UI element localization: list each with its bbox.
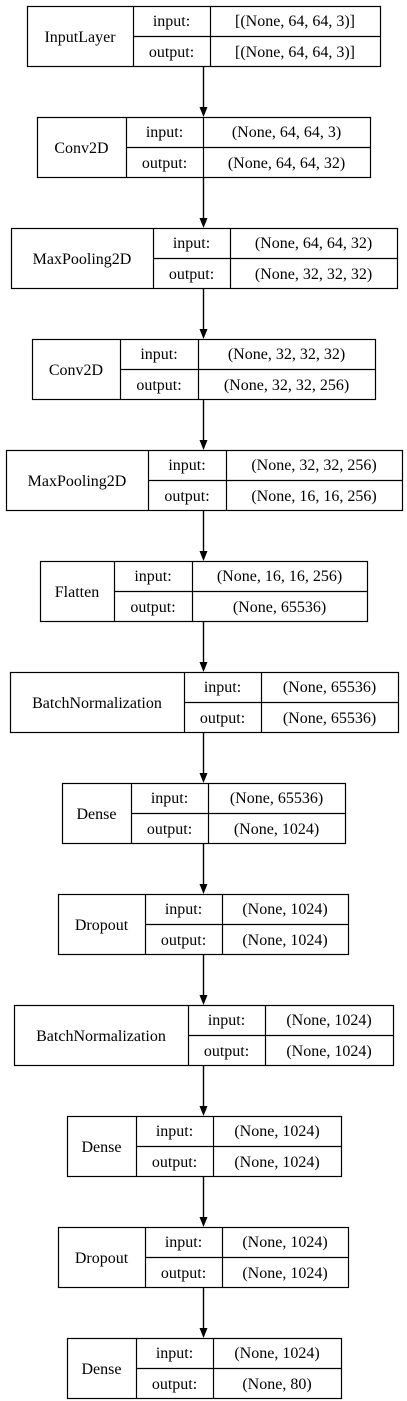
arrowhead-icon	[199, 662, 208, 672]
input-port-label: input:	[156, 1345, 193, 1362]
layer-name: Dense	[77, 806, 117, 823]
arrowhead-icon	[199, 1217, 208, 1227]
arrowhead-icon	[199, 884, 208, 894]
output-shape: (None, 64, 64, 32)	[228, 155, 345, 172]
output-port-label: output:	[161, 1265, 206, 1282]
output-shape: (None, 1024)	[242, 932, 327, 949]
input-shape: (None, 1024)	[234, 1123, 319, 1140]
input-shape: (None, 64, 64, 32)	[255, 235, 372, 252]
arrowhead-icon	[199, 329, 208, 339]
layer-name: Flatten	[55, 584, 99, 601]
input-port-label: input:	[146, 124, 183, 141]
output-port-label: output:	[152, 1154, 197, 1171]
input-port-label: input:	[208, 1012, 245, 1029]
input-shape: (None, 65536)	[230, 790, 323, 807]
input-port-label: input:	[165, 1234, 202, 1251]
output-shape: (None, 65536)	[283, 710, 376, 727]
layer-name: Conv2D	[54, 140, 108, 157]
input-port-label: input:	[156, 1123, 193, 1140]
input-shape: (None, 1024)	[242, 901, 327, 918]
output-port-label: output:	[130, 599, 175, 616]
output-shape: [(None, 64, 64, 3)]	[235, 44, 355, 61]
layer-name: InputLayer	[44, 29, 116, 46]
layer-name: Dense	[82, 1361, 122, 1378]
input-shape: [(None, 64, 64, 3)]	[235, 13, 355, 30]
output-port-label: output:	[161, 932, 206, 949]
input-shape: (None, 64, 64, 3)	[232, 124, 341, 141]
output-port-label: output:	[147, 821, 192, 838]
output-port-label: output:	[204, 1043, 249, 1060]
output-shape: (None, 80)	[242, 1376, 311, 1393]
layer-name: Dense	[82, 1139, 122, 1156]
layer-name: BatchNormalization	[36, 1028, 166, 1045]
output-port-label: output:	[200, 710, 245, 727]
input-shape: (None, 1024)	[242, 1234, 327, 1251]
input-shape: (None, 16, 16, 256)	[217, 568, 342, 585]
input-shape: (None, 65536)	[283, 679, 376, 696]
arrowhead-icon	[199, 773, 208, 783]
input-port-label: input:	[134, 568, 171, 585]
input-port-label: input:	[168, 457, 205, 474]
input-shape: (None, 1024)	[234, 1345, 319, 1362]
arrowhead-icon	[199, 551, 208, 561]
layer-name: BatchNormalization	[32, 695, 162, 712]
output-port-label: output:	[152, 1376, 197, 1393]
output-shape: (None, 32, 32, 32)	[255, 266, 372, 283]
output-shape: (None, 1024)	[286, 1043, 371, 1060]
output-shape: (None, 1024)	[234, 821, 319, 838]
output-port-label: output:	[164, 488, 209, 505]
layer-name: Dropout	[75, 917, 129, 934]
arrowhead-icon	[199, 1328, 208, 1338]
input-port-label: input:	[173, 235, 210, 252]
input-shape: (None, 32, 32, 256)	[251, 457, 376, 474]
output-shape: (None, 32, 32, 256)	[224, 377, 349, 394]
layer-name: Dropout	[75, 1250, 129, 1267]
input-port-label: input:	[204, 679, 241, 696]
output-shape: (None, 16, 16, 256)	[251, 488, 376, 505]
output-port-label: output:	[149, 44, 194, 61]
arrowhead-icon	[199, 440, 208, 450]
arrowhead-icon	[199, 107, 208, 117]
arrowhead-icon	[199, 1106, 208, 1116]
arrowhead-icon	[199, 995, 208, 1005]
output-shape: (None, 1024)	[234, 1154, 319, 1171]
layer-name: MaxPooling2D	[33, 251, 132, 268]
input-port-label: input:	[140, 346, 177, 363]
output-port-label: output:	[169, 266, 214, 283]
input-port-label: input:	[165, 901, 202, 918]
input-port-label: input:	[151, 790, 188, 807]
output-shape: (None, 1024)	[242, 1265, 327, 1282]
input-port-label: input:	[153, 13, 190, 30]
input-shape: (None, 32, 32, 32)	[228, 346, 345, 363]
output-port-label: output:	[142, 155, 187, 172]
input-shape: (None, 1024)	[286, 1012, 371, 1029]
output-port-label: output:	[136, 377, 181, 394]
layer-name: MaxPooling2D	[28, 473, 127, 490]
arrowhead-icon	[199, 218, 208, 228]
output-shape: (None, 65536)	[233, 599, 326, 616]
layer-name: Conv2D	[49, 362, 103, 379]
